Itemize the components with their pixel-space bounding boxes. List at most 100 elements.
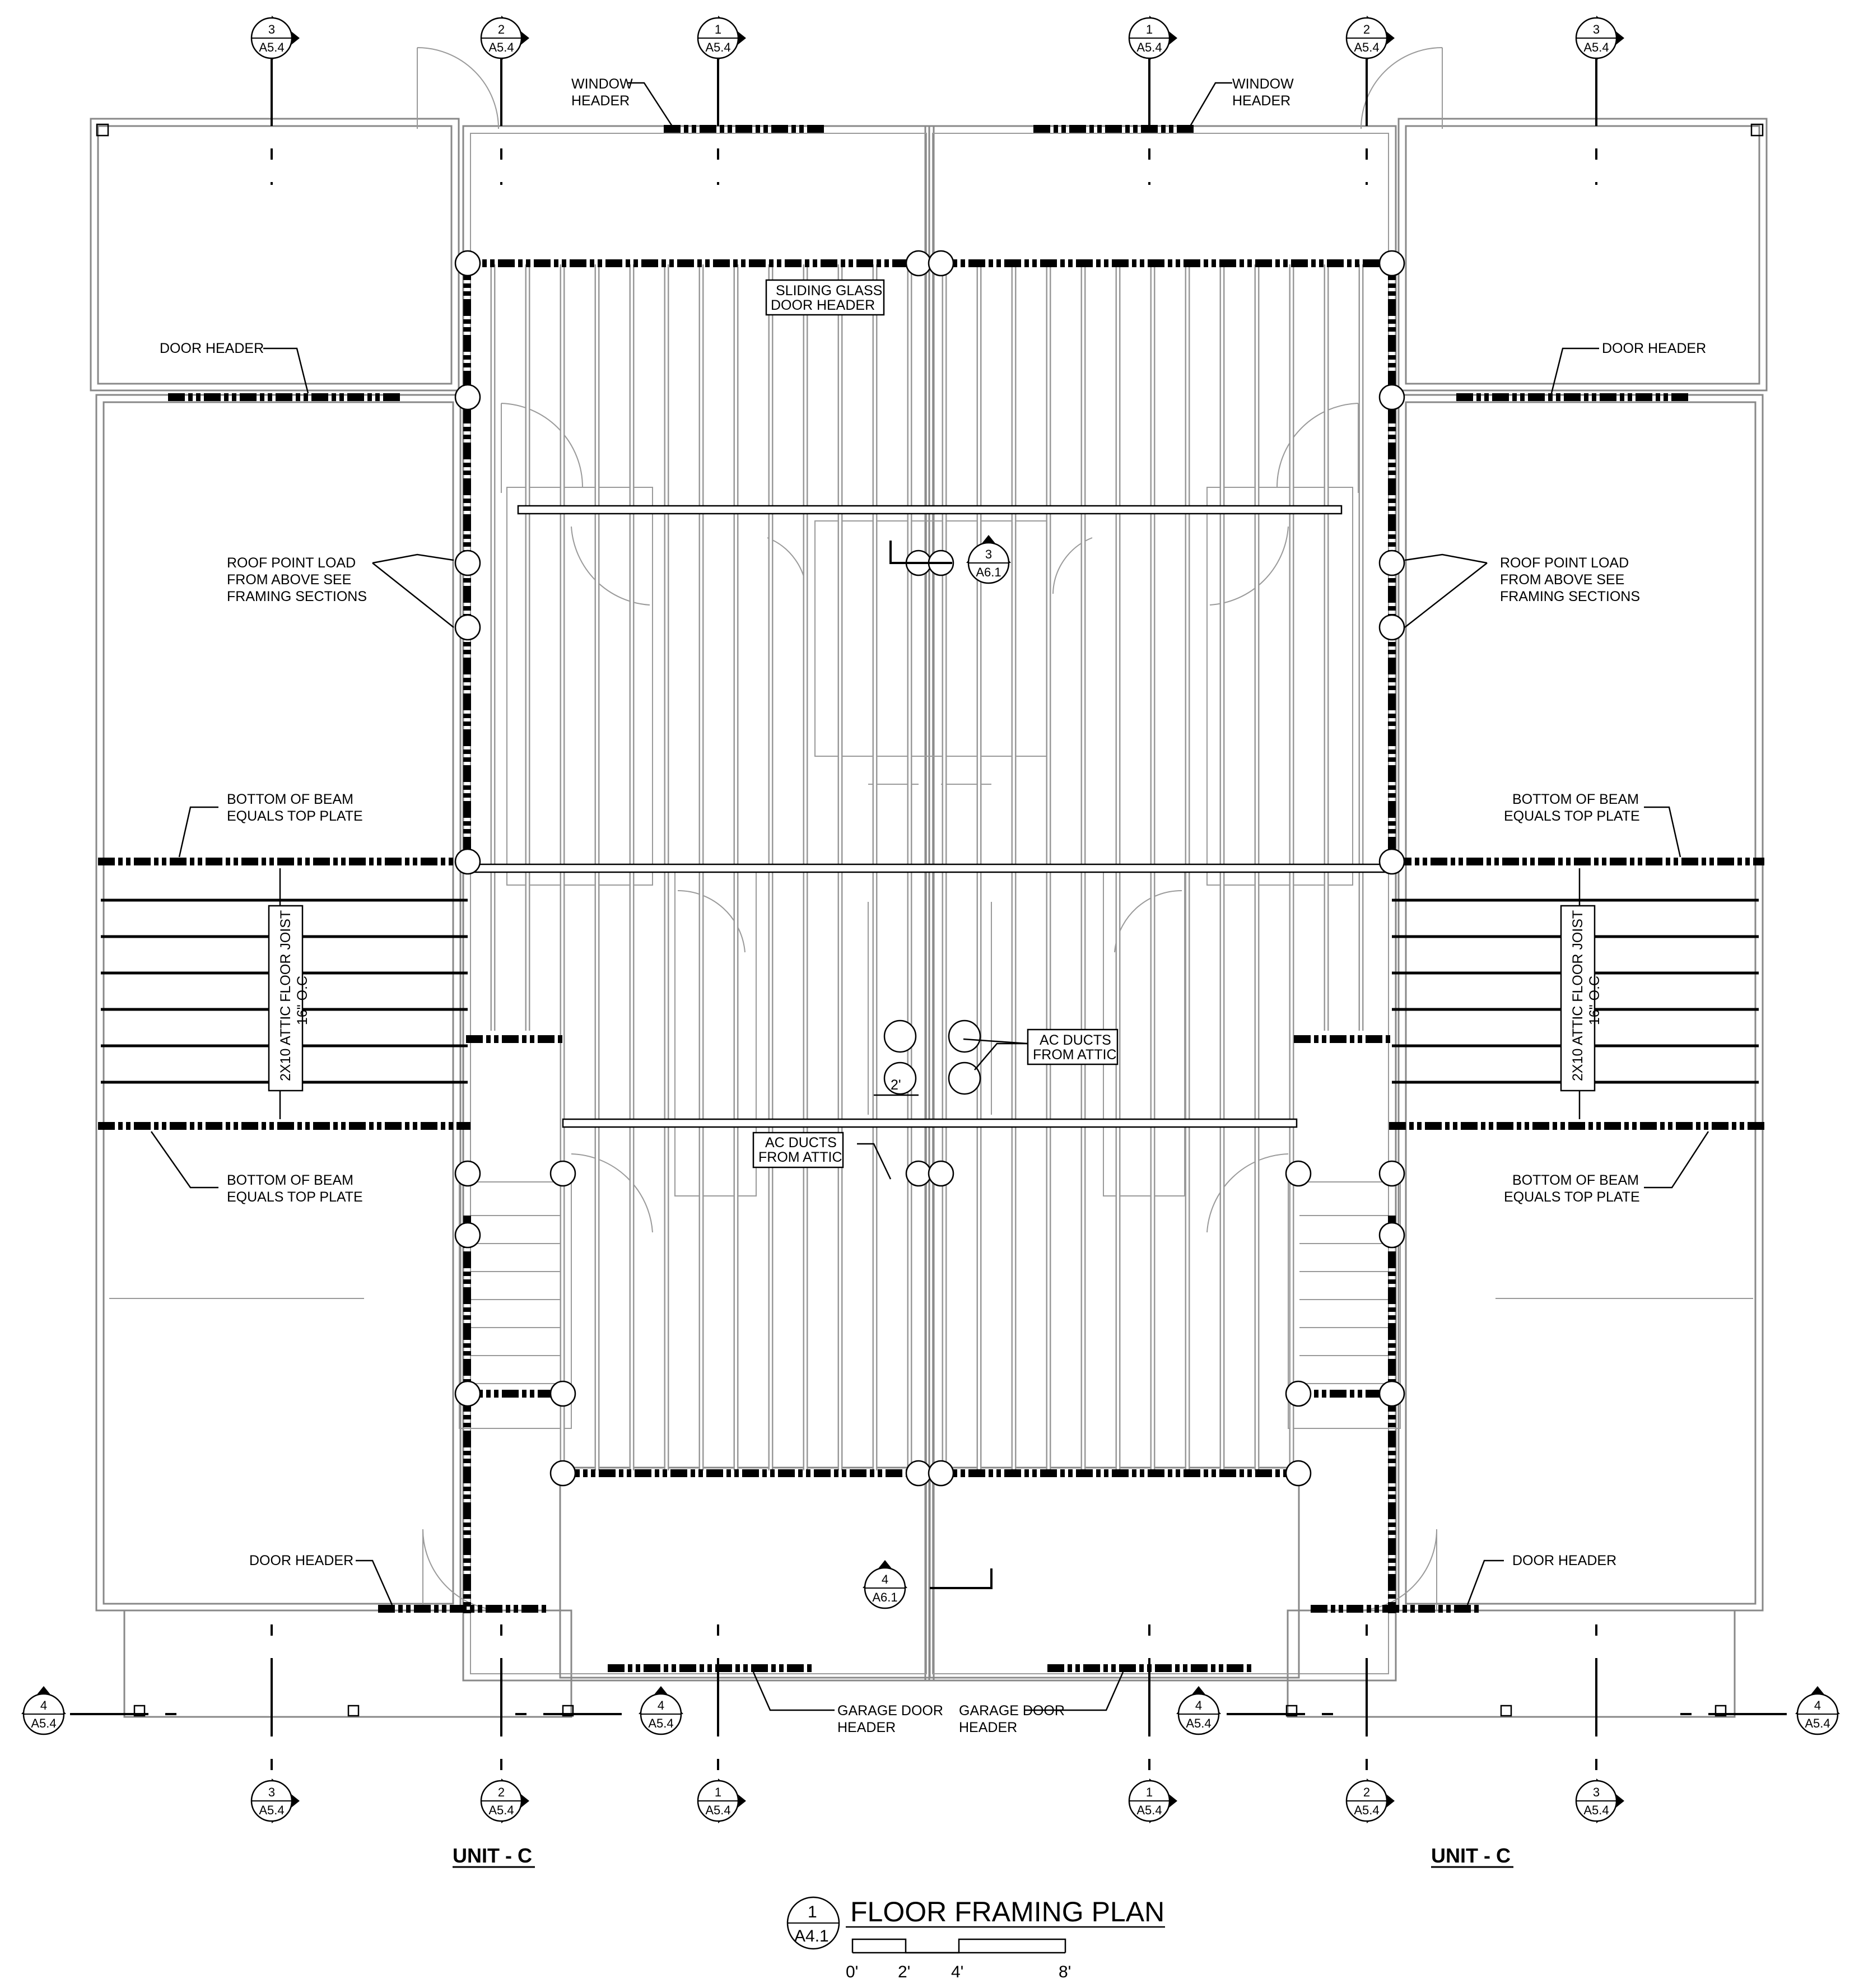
section-tag-side-sheet: A5.4 xyxy=(31,1716,56,1730)
bottom-beam-note-br-1: BOTTOM OF BEAM xyxy=(1512,1172,1639,1188)
section-tag-top-sheet: A5.4 xyxy=(1354,40,1379,54)
scale-0: 0' xyxy=(846,1963,858,1981)
scale-8: 8' xyxy=(1059,1963,1071,1981)
window-header-note-left-1: WINDOW xyxy=(571,76,633,92)
bottom-beam-note-tr-1: BOTTOM OF BEAM xyxy=(1512,792,1639,807)
section-tag-side-sheet: A5.4 xyxy=(1805,1716,1830,1730)
section-tag-bottom-num: 3 xyxy=(268,1785,275,1799)
section-tag-top: 1A5.4 xyxy=(697,16,746,60)
attic-joist-left-1: 2X10 ATTIC FLOOR JOIST xyxy=(278,910,293,1081)
section-tag-top: 3A5.4 xyxy=(1575,16,1624,60)
title-tag-num: 1 xyxy=(808,1903,817,1921)
drawing-title-block: 1 A4.1 FLOOR FRAMING PLAN 0' 2' 4' 8' xyxy=(786,1896,1165,1981)
section-tag-side-num: 4 xyxy=(40,1698,47,1712)
section-tag-side-num: 4 xyxy=(1814,1698,1821,1712)
section-tag-bottom-sheet: A5.4 xyxy=(1354,1803,1379,1817)
scale-bar: 0' 2' 4' 8' xyxy=(846,1938,1071,1981)
sliding-glass-note-2: DOOR HEADER xyxy=(771,297,875,313)
attic-joist-right-2: 16" O.C. xyxy=(1587,972,1602,1025)
bottom-beam-note-tr-2: EQUALS TOP PLATE xyxy=(1504,808,1640,824)
detail-tag-num: 4 xyxy=(882,1572,888,1586)
section-tag-side: 4A5.4 xyxy=(1176,1686,1221,1735)
section-tag-bottom: 2A5.4 xyxy=(1345,1779,1395,1823)
roof-point-load-right-2: FROM ABOVE SEE xyxy=(1500,572,1624,588)
bottom-beam-note-br-2: EQUALS TOP PLATE xyxy=(1504,1189,1640,1205)
section-tag-top: 2A5.4 xyxy=(1345,16,1395,60)
section-tag-bottom: 2A5.4 xyxy=(480,1779,529,1823)
section-tag-bottom-sheet: A5.4 xyxy=(1583,1803,1609,1817)
bottom-beam-note-tl-2: EQUALS TOP PLATE xyxy=(227,808,363,824)
door-header-note-bl: DOOR HEADER xyxy=(249,1553,353,1568)
drawing-title: FLOOR FRAMING PLAN xyxy=(850,1896,1164,1928)
section-tags: 3A5.42A5.41A5.41A5.42A5.43A5.43A5.42A5.4… xyxy=(21,16,1840,1823)
roof-point-load-right-1: ROOF POINT LOAD xyxy=(1500,555,1629,571)
section-tag-side: 4A5.4 xyxy=(21,1686,66,1735)
bottom-beam-note-bl-1: BOTTOM OF BEAM xyxy=(227,1172,353,1188)
section-tag-side-sheet: A5.4 xyxy=(1186,1716,1211,1730)
garage-door-header-right-1: GARAGE DOOR xyxy=(959,1703,1065,1719)
scale-4: 4' xyxy=(951,1963,963,1981)
section-tag-top-sheet: A5.4 xyxy=(259,40,284,54)
section-tag-top-sheet: A5.4 xyxy=(705,40,730,54)
attic-joist-left-2: 16" O.C. xyxy=(295,972,310,1025)
unit-label-right: UNIT - C xyxy=(1431,1844,1511,1867)
sliding-glass-note-1: SLIDING GLASS xyxy=(776,283,882,299)
roof-point-load-left-3: FRAMING SECTIONS xyxy=(227,589,367,604)
section-tag-top-num: 3 xyxy=(1593,22,1600,36)
garage-door-header-right-2: HEADER xyxy=(959,1720,1017,1735)
section-tag-side: 4A5.4 xyxy=(639,1686,683,1735)
attic-joist-right-1: 2X10 ATTIC FLOOR JOIST xyxy=(1570,910,1586,1081)
detail-tag-sheet: A6.1 xyxy=(872,1590,897,1604)
section-tag-top-sheet: A5.4 xyxy=(1583,40,1609,54)
section-tag-top-num: 2 xyxy=(498,22,505,36)
section-tag-top-num: 2 xyxy=(1363,22,1370,36)
roof-point-load-left-1: ROOF POINT LOAD xyxy=(227,555,356,571)
detail-tag: 3A6.1 xyxy=(966,535,1011,584)
headers xyxy=(98,125,1764,1672)
door-header-note-br: DOOR HEADER xyxy=(1512,1553,1616,1568)
section-tag-bottom: 1A5.4 xyxy=(697,1779,746,1823)
section-tag-top-num: 1 xyxy=(715,22,721,36)
unit-labels: UNIT - C UNIT - C xyxy=(453,1844,1513,1868)
detail-tag-sheet: A6.1 xyxy=(976,565,1001,579)
section-tag-bottom-sheet: A5.4 xyxy=(1136,1803,1162,1817)
section-tag-side: 4A5.4 xyxy=(1795,1686,1840,1735)
bottom-beam-note-tl-1: BOTTOM OF BEAM xyxy=(227,792,353,807)
section-tag-bottom-sheet: A5.4 xyxy=(705,1803,730,1817)
window-header-note-right-2: HEADER xyxy=(1232,93,1290,109)
bottom-beam-note-bl-2: EQUALS TOP PLATE xyxy=(227,1189,363,1205)
dimension-2ft: 2' xyxy=(891,1077,901,1093)
section-tag-top: 3A5.4 xyxy=(250,16,300,60)
garage-door-header-left-1: GARAGE DOOR xyxy=(837,1703,943,1719)
ac-ducts-note-right-1: AC DUCTS xyxy=(1040,1032,1111,1048)
scale-2: 2' xyxy=(898,1963,910,1981)
section-tag-bottom-num: 1 xyxy=(715,1785,721,1799)
roof-point-load-left-2: FROM ABOVE SEE xyxy=(227,572,351,588)
section-tag-bottom-num: 2 xyxy=(1363,1785,1370,1799)
detail-tag-num: 3 xyxy=(985,547,992,561)
section-tag-bottom: 3A5.4 xyxy=(1575,1779,1624,1823)
section-tag-side-num: 4 xyxy=(658,1698,664,1712)
title-tag-sheet: A4.1 xyxy=(794,1927,829,1945)
section-tag-side-num: 4 xyxy=(1195,1698,1202,1712)
section-tag-bottom: 1A5.4 xyxy=(1128,1779,1177,1823)
ac-ducts-note-left-2: FROM ATTIC xyxy=(758,1149,842,1165)
ac-ducts-note-right-2: FROM ATTIC xyxy=(1033,1047,1117,1063)
detail-tag: 4A6.1 xyxy=(863,1560,907,1609)
section-cut-lines xyxy=(70,48,1790,1793)
section-tag-top: 2A5.4 xyxy=(480,16,529,60)
door-header-note-tl: DOOR HEADER xyxy=(160,341,264,356)
garage-door-header-left-2: HEADER xyxy=(837,1720,896,1735)
section-tag-top-sheet: A5.4 xyxy=(488,40,514,54)
unit-label-left: UNIT - C xyxy=(453,1844,532,1867)
section-tag-top-sheet: A5.4 xyxy=(1136,40,1162,54)
annotations: WINDOW HEADER WINDOW HEADER SLIDING GLAS… xyxy=(160,76,1706,1735)
section-tag-bottom-sheet: A5.4 xyxy=(259,1803,284,1817)
section-tag-top-num: 3 xyxy=(268,22,275,36)
section-tag-top: 1A5.4 xyxy=(1128,16,1177,60)
roof-point-load-right-3: FRAMING SECTIONS xyxy=(1500,589,1640,604)
ac-ducts-note-left-1: AC DUCTS xyxy=(765,1135,837,1151)
window-header-note-right-1: WINDOW xyxy=(1232,76,1294,92)
section-tag-bottom-num: 1 xyxy=(1146,1785,1153,1799)
